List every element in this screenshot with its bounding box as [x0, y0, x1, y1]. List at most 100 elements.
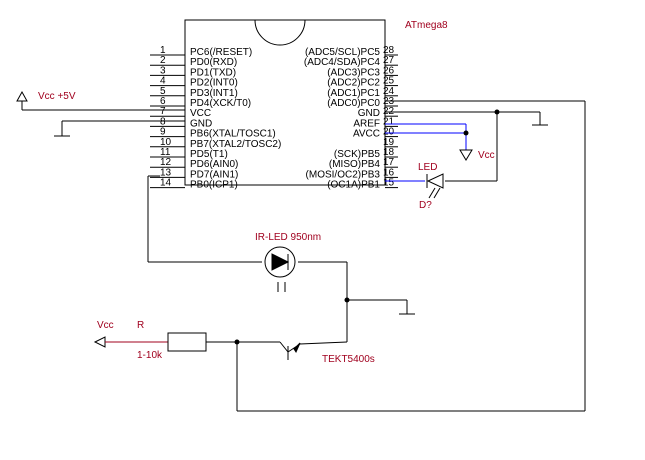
pin-number: 26	[383, 65, 395, 76]
pin-name: (OC1A)PB1	[327, 180, 380, 191]
pin-right: 27(ADC4/SDA)PC4	[304, 55, 398, 68]
pin-number: 7	[160, 106, 166, 117]
pin-name: PD2(INT0)	[190, 78, 238, 89]
pin-number: 3	[160, 65, 166, 76]
ir-led-label: IR-LED 950nm	[255, 232, 321, 243]
pin-left: 2 PD0(RXD)	[150, 55, 237, 68]
pin-name: (MOSI/OC2)PB3	[306, 169, 381, 180]
pin-left: 13 PD7(AIN1)	[150, 167, 238, 180]
junction-dot	[494, 109, 500, 115]
pin-name: PB0(ICP1)	[190, 180, 238, 191]
atmega8-chip: ATmega8	[184, 19, 448, 186]
junction-dot	[234, 339, 240, 345]
pin-right: 26(ADC3)PC3	[327, 65, 398, 78]
pin-name: AVCC	[353, 129, 380, 140]
pin-left: 12 PD6(AIN0)	[150, 157, 238, 170]
pin-name: (ADC0)PC0	[327, 98, 380, 109]
pin-name: PB7(XTAL2/TOSC2)	[190, 139, 281, 150]
pin-name: PD4(XCK/T0)	[190, 98, 251, 109]
pin-right: 17(MISO)PB4	[329, 157, 398, 170]
pin-left: 10 PB7(XTAL2/TOSC2)	[150, 137, 281, 150]
led-icon	[426, 173, 444, 189]
junction-dot	[463, 130, 469, 136]
pin-number: 27	[383, 55, 395, 66]
resistor-icon	[167, 332, 207, 352]
pin-name: PC6(/RESET)	[190, 47, 252, 58]
gnd-left	[54, 120, 185, 137]
pin-left: 4 PD2(INT0)	[150, 76, 238, 89]
pin-number: 13	[160, 167, 172, 178]
pin-name: PD1(TXD)	[190, 67, 236, 78]
pin-name: (MISO)PB4	[329, 159, 381, 170]
pin-number: 20	[383, 127, 395, 138]
pin-number: 12	[160, 157, 172, 168]
pin-right: 16(MOSI/OC2)PB3	[306, 167, 398, 180]
pin-number: 18	[383, 147, 395, 158]
pin-name: (ADC5/SCL)PC5	[305, 47, 380, 58]
right-pin-group: 28(ADC5/SCL)PC527(ADC4/SDA)PC426(ADC3)PC…	[304, 45, 398, 191]
pin-name: (ADC1)PC1	[327, 88, 380, 99]
pin-name: PB6(XTAL/TOSC1)	[190, 129, 276, 140]
right-wiring: Vcc LED D?	[236, 100, 586, 412]
pin-name: VCC	[190, 108, 211, 119]
pin-number: 4	[160, 76, 166, 87]
pin-name: PD6(AIN0)	[190, 159, 238, 170]
chip-body	[184, 19, 386, 186]
resistor-value-label: 1-10k	[137, 350, 163, 361]
vcc-5v-symbol: Vcc +5V	[16, 90, 185, 111]
pin-name: AREF	[353, 118, 380, 129]
pin-number: 8	[160, 116, 166, 127]
pin-number: 24	[383, 86, 395, 97]
chip-name: ATmega8	[405, 20, 448, 31]
vcc-5v-label: Vcc +5V	[38, 91, 76, 102]
vcc-arrow-icon	[16, 90, 28, 102]
pin-number: 25	[383, 76, 395, 87]
pin-name: GND	[190, 118, 212, 129]
transistor-label: TEKT5400s	[322, 354, 375, 365]
resistor-circuit: Vcc R 1-10k	[93, 320, 280, 361]
pin-name: (ADC2)PC2	[327, 78, 380, 89]
ir-led-icon	[271, 253, 290, 271]
pin-right: 15(OC1A)PB1	[327, 178, 398, 191]
pin-left: 1 PC6(/RESET)	[150, 45, 252, 58]
pin-name: PD3(INT1)	[190, 88, 238, 99]
pin-name: (SCK)PB5	[334, 149, 381, 160]
pin-number: 21	[383, 116, 395, 127]
led-ref-label: D?	[419, 200, 432, 211]
resistor-ref-label: R	[137, 320, 144, 331]
pin-right: 25(ADC2)PC2	[327, 76, 398, 89]
pin-right: 28(ADC5/SCL)PC5	[305, 45, 398, 58]
left-pin-group: 1 PC6(/RESET) 2 PD0(RXD) 3 PD1(TXD) 4 PD2(INT0)…	[150, 45, 281, 191]
pin-name: (ADC3)PC3	[327, 67, 380, 78]
pin-number: 1	[160, 45, 166, 56]
phototransistor: TEKT5400s	[279, 341, 375, 365]
ir-led-body	[264, 246, 296, 278]
led-label: LED	[418, 162, 437, 173]
ir-led-circuit: IR-LED 950nm	[147, 175, 415, 342]
pin-name: PD0(RXD)	[190, 57, 237, 68]
pin-number: 14	[160, 178, 172, 189]
pin-right: 18(SCK)PB5	[334, 147, 398, 160]
pin-left: 8 GND	[150, 116, 212, 129]
pin-number: 2	[160, 55, 166, 66]
vcc-right-label: Vcc	[478, 150, 495, 161]
pin-name: PD5(T1)	[190, 149, 228, 160]
vcc-arrow-icon	[93, 336, 106, 348]
pin-number: 6	[160, 96, 166, 107]
chip-notch	[254, 19, 306, 46]
pin-number: 10	[160, 137, 172, 148]
pin-name: (ADC4/SDA)PC4	[304, 57, 381, 68]
pin-name: PD7(AIN1)	[190, 169, 238, 180]
vcc-arrow-icon	[459, 149, 473, 161]
pin-name: GND	[358, 108, 380, 119]
pin-number: 15	[383, 178, 395, 189]
pin-left: 3 PD1(TXD)	[150, 65, 236, 78]
pin-left: 7 VCC	[150, 106, 211, 119]
pin-left: 6 PD4(XCK/T0)	[150, 96, 251, 109]
pin-right: 19	[383, 137, 398, 148]
vcc-bottom-label: Vcc	[97, 320, 114, 331]
